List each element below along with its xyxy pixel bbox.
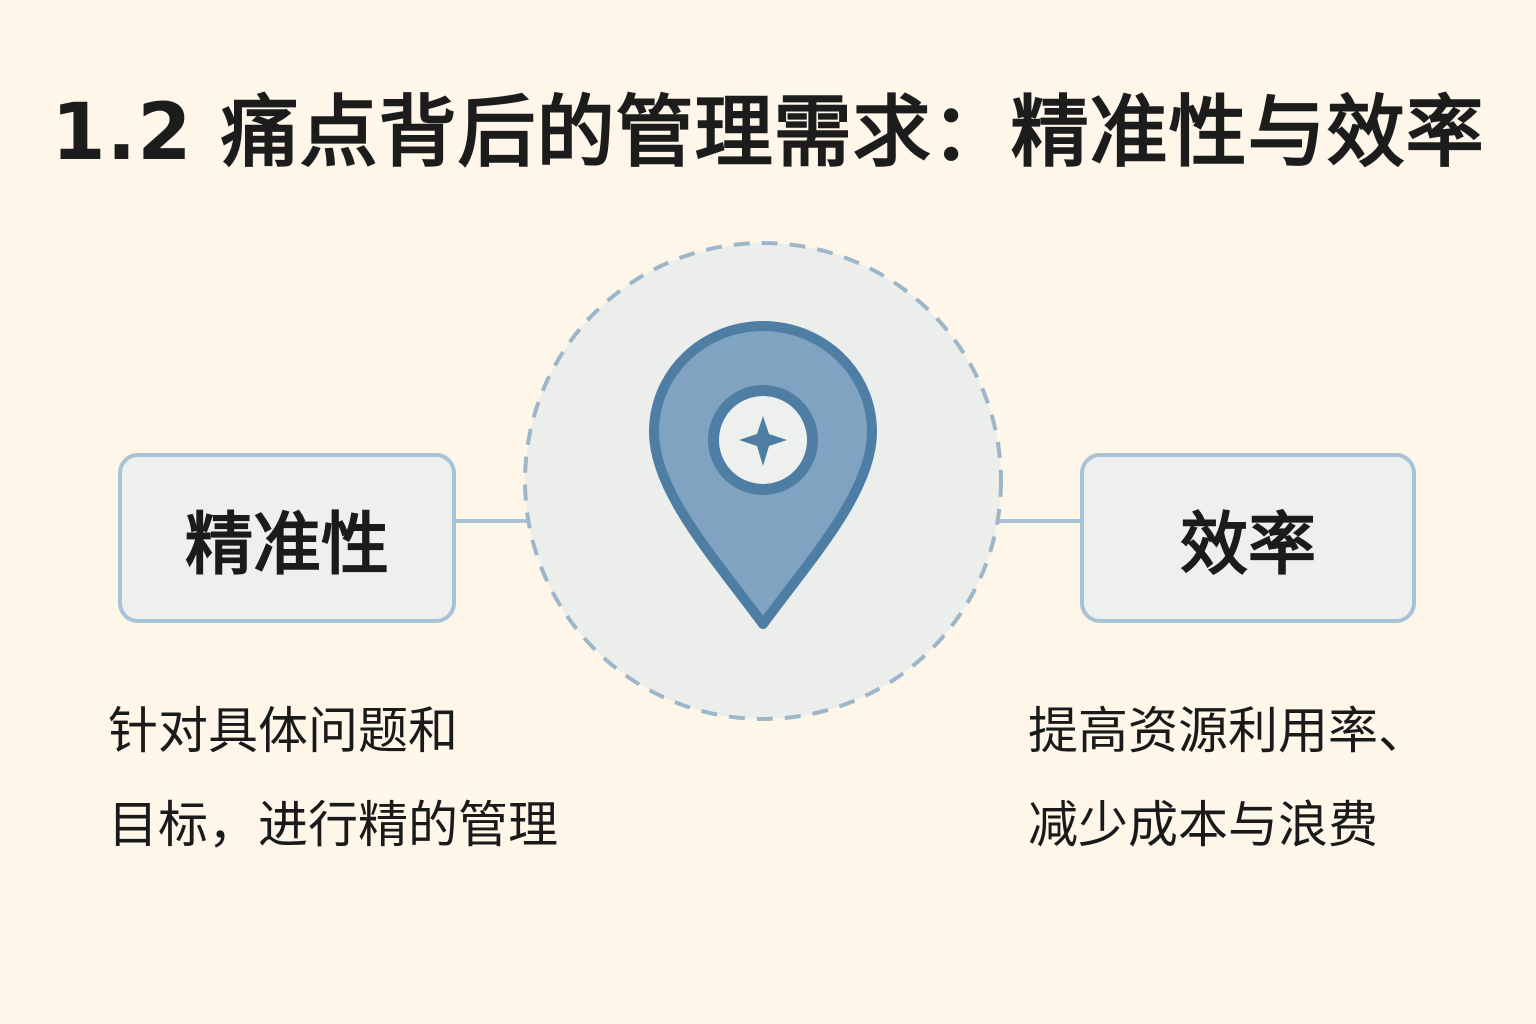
right-description-line: 减少成本与浪费 <box>1028 796 1378 854</box>
left-node-box <box>118 453 456 623</box>
map-pin-icon <box>649 321 877 629</box>
right-node-label: 效率 <box>1179 505 1316 585</box>
right-description-line: 提高资源利用率、 <box>1028 702 1428 760</box>
right-node-description: 提高资源利用率、 减少成本与浪费 <box>1028 684 1428 872</box>
left-node-label: 精准性 <box>184 505 389 585</box>
left-description-line: 目标，进行精的管理 <box>108 796 558 854</box>
page-title: 1.2 痛点背后的管理需求：精准性与效率 <box>51 88 1485 178</box>
left-node-description: 针对具体问题和 目标，进行精的管理 <box>108 684 558 872</box>
left-description-line: 针对具体问题和 <box>108 702 458 760</box>
right-node-box <box>1080 453 1416 623</box>
